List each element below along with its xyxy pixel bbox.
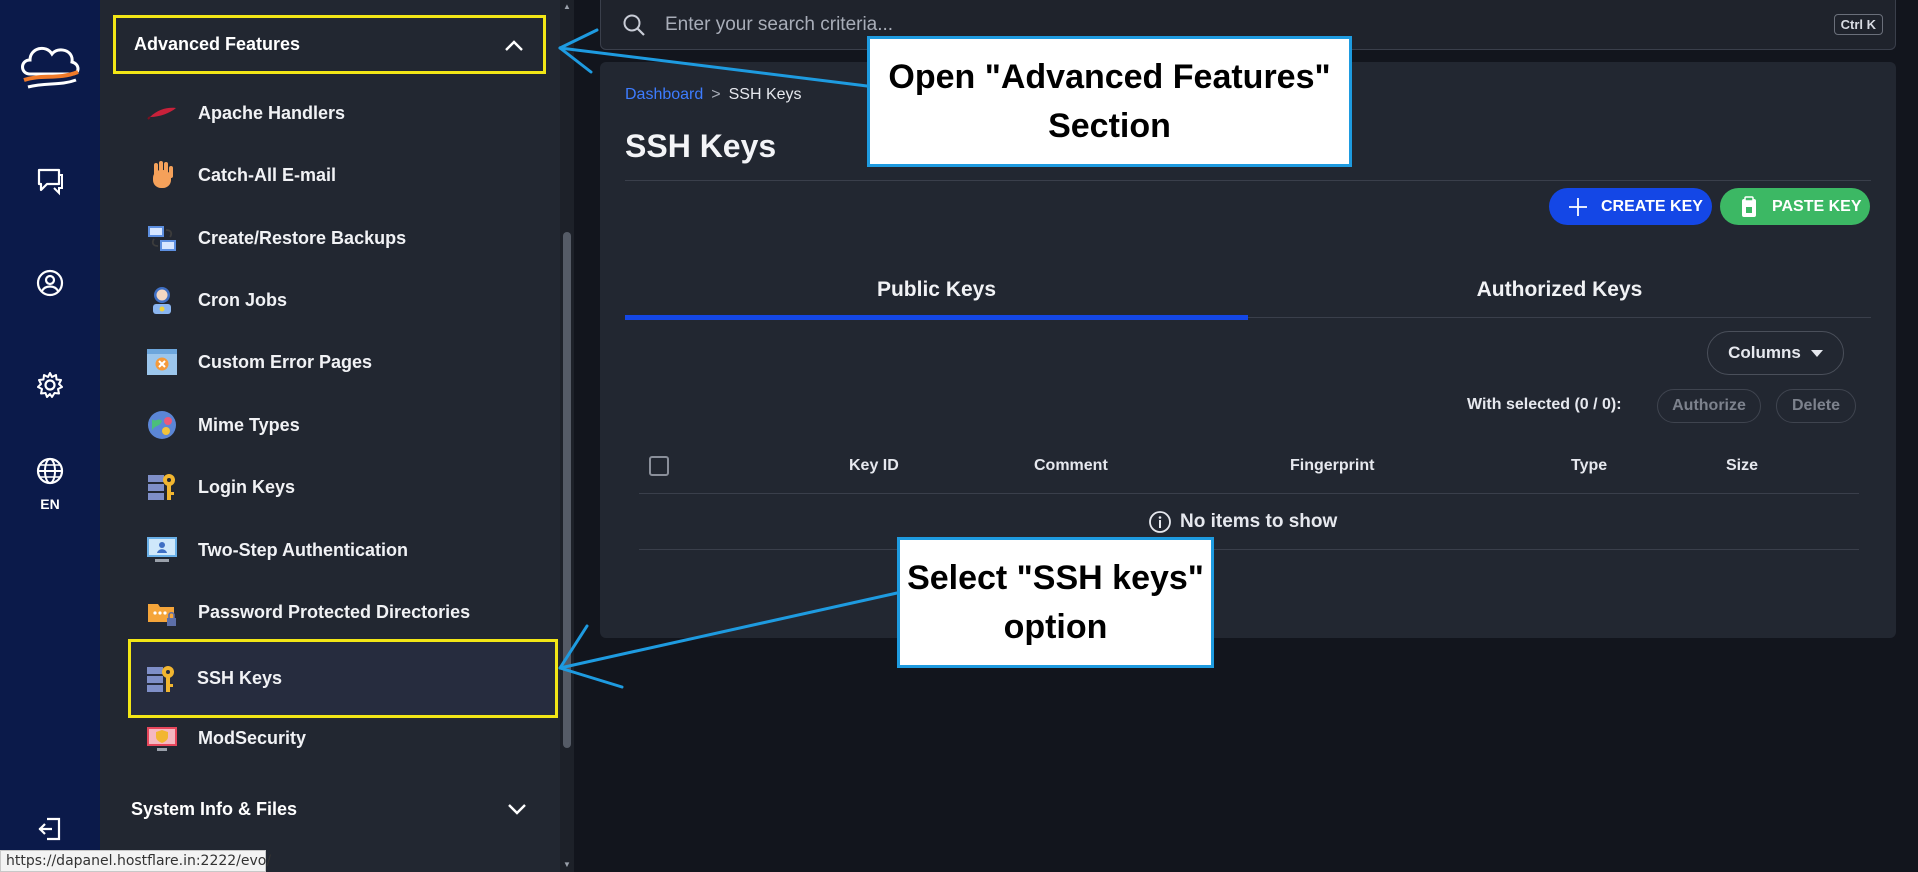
- user-circle-icon[interactable]: [31, 264, 69, 302]
- hand-icon: [144, 157, 180, 193]
- paste-key-button[interactable]: PASTE KEY: [1720, 188, 1870, 225]
- sidebar-item-label: Catch-All E-mail: [198, 164, 337, 185]
- callout-line: Section: [1048, 106, 1171, 145]
- status-url: https://dapanel.hostflare.in:2222/evo/: [0, 850, 271, 872]
- sidebar-item-mime-types[interactable]: Mime Types: [130, 394, 558, 456]
- callout-line: Select "SSH keys": [907, 558, 1204, 597]
- tab-authorized-keys[interactable]: Authorized Keys: [1476, 278, 1643, 301]
- column-header-comment[interactable]: Comment: [1034, 457, 1108, 474]
- table-header: Key ID Comment Fingerprint Type Size: [639, 447, 1859, 493]
- paste-key-label: PASTE KEY: [1772, 197, 1862, 215]
- column-header-type[interactable]: Type: [1571, 457, 1608, 474]
- callout-open-advanced-features: Open "Advanced Features" Section: [867, 36, 1352, 167]
- callout-line: Open "Advanced Features": [888, 57, 1331, 96]
- empty-state: No items to show: [1148, 510, 1337, 534]
- server-key-icon: [143, 661, 179, 697]
- language-label[interactable]: EN: [40, 496, 60, 512]
- shield-monitor-icon: [144, 720, 180, 756]
- columns-label: Columns: [1728, 343, 1801, 362]
- feather-icon: [144, 95, 180, 131]
- locked-folder-icon: [144, 594, 180, 630]
- chat-icon[interactable]: [31, 162, 69, 200]
- sidebar-item-two-step-authentication[interactable]: Two-Step Authentication: [130, 519, 558, 581]
- callout-select-ssh-keys: Select "SSH keys" option: [897, 537, 1214, 668]
- sidebar-item-label: Custom Error Pages: [198, 351, 373, 372]
- tabs-divider: [625, 317, 1871, 318]
- sidebar-item-password-protected-directories[interactable]: Password Protected Directories: [130, 581, 558, 643]
- icon-rail: EN: [0, 0, 100, 872]
- table-header-divider: [639, 493, 1859, 494]
- robot-icon: [144, 282, 180, 318]
- with-selected-label: With selected (0 / 0):: [1467, 396, 1622, 413]
- two-step-icon: [144, 532, 180, 568]
- chevron-up-icon: [505, 39, 523, 51]
- shortcut-badge: Ctrl K: [1833, 14, 1883, 35]
- section-system-info-files-label: System Info & Files: [131, 798, 298, 819]
- authorize-button[interactable]: Authorize: [1657, 389, 1761, 423]
- sidebar: [100, 0, 564, 872]
- sidebar-item-label: Create/Restore Backups: [198, 227, 407, 248]
- table-bottom-divider: [639, 549, 1859, 550]
- sidebar-item-ssh-keys[interactable]: SSH Keys: [128, 639, 558, 718]
- globe-icon[interactable]: [31, 452, 69, 490]
- sidebar-item-login-keys[interactable]: Login Keys: [130, 456, 558, 518]
- breadcrumb: Dashboard > SSH Keys: [625, 86, 802, 104]
- create-key-button[interactable]: CREATE KEY: [1549, 188, 1712, 225]
- sidebar-item-label: Password Protected Directories: [198, 601, 471, 622]
- sidebar-item-label: Apache Handlers: [198, 102, 346, 123]
- columns-button[interactable]: Columns: [1707, 331, 1844, 375]
- section-advanced-features-label: Advanced Features: [134, 34, 301, 54]
- select-all-checkbox[interactable]: [649, 456, 669, 476]
- active-tab-indicator: [625, 315, 1248, 320]
- sidebar-item-cron-jobs[interactable]: Cron Jobs: [130, 269, 558, 331]
- sidebar-item-apache-handlers[interactable]: Apache Handlers: [130, 82, 558, 144]
- page-title: SSH Keys: [625, 128, 777, 164]
- section-system-info-files[interactable]: System Info & Files: [113, 780, 546, 838]
- breadcrumb-separator: >: [711, 86, 721, 103]
- scrollbar-thumb[interactable]: [563, 232, 571, 748]
- sidebar-item-label: Two-Step Authentication: [198, 539, 408, 560]
- sidebar-item-catch-all-email[interactable]: Catch-All E-mail: [130, 144, 558, 206]
- sidebar-item-create-restore-backups[interactable]: Create/Restore Backups: [130, 207, 558, 269]
- gear-icon[interactable]: [31, 366, 69, 404]
- clipboard-icon: [1738, 195, 1760, 218]
- chevron-down-icon: [508, 804, 526, 815]
- plus-icon: [1567, 196, 1589, 218]
- sidebar-item-label: ModSecurity: [198, 727, 307, 748]
- backup-icon: [144, 220, 180, 256]
- callout-line: option: [1003, 607, 1108, 646]
- sidebar-item-custom-error-pages[interactable]: Custom Error Pages: [130, 331, 558, 393]
- search-icon: [623, 14, 645, 36]
- sidebar-item-label: Cron Jobs: [198, 289, 288, 310]
- section-advanced-features[interactable]: Advanced Features: [113, 15, 546, 74]
- sidebar-scrollbar[interactable]: ▲ ▼: [560, 0, 574, 872]
- breadcrumb-dashboard-link[interactable]: Dashboard: [625, 86, 704, 103]
- create-key-label: CREATE KEY: [1601, 197, 1703, 215]
- sidebar-item-label: Mime Types: [198, 414, 300, 435]
- sidebar-item-modsecurity[interactable]: ModSecurity: [130, 707, 558, 769]
- logout-icon[interactable]: [31, 810, 69, 848]
- cloud-logo-icon[interactable]: [18, 40, 82, 96]
- caret-down-icon: [1810, 349, 1823, 357]
- title-divider: [625, 180, 1871, 181]
- sidebar-item-label: Login Keys: [198, 476, 296, 497]
- column-header-fingerprint[interactable]: Fingerprint: [1290, 457, 1375, 474]
- server-key-icon: [144, 469, 180, 505]
- sidebar-item-label: SSH Keys: [197, 668, 283, 688]
- scroll-up-icon[interactable]: ▲: [563, 2, 571, 11]
- column-header-size[interactable]: Size: [1726, 457, 1759, 474]
- scroll-down-icon[interactable]: ▼: [563, 860, 571, 869]
- column-header-key-id[interactable]: Key ID: [849, 457, 899, 474]
- tab-public-keys[interactable]: Public Keys: [876, 278, 997, 301]
- empty-state-text: No items to show: [1180, 511, 1338, 532]
- info-icon: [1149, 511, 1171, 533]
- mime-icon: [144, 407, 180, 443]
- breadcrumb-current: SSH Keys: [728, 86, 802, 103]
- delete-button[interactable]: Delete: [1776, 389, 1856, 423]
- search-input[interactable]: [665, 13, 1834, 36]
- error-page-icon: [144, 344, 180, 380]
